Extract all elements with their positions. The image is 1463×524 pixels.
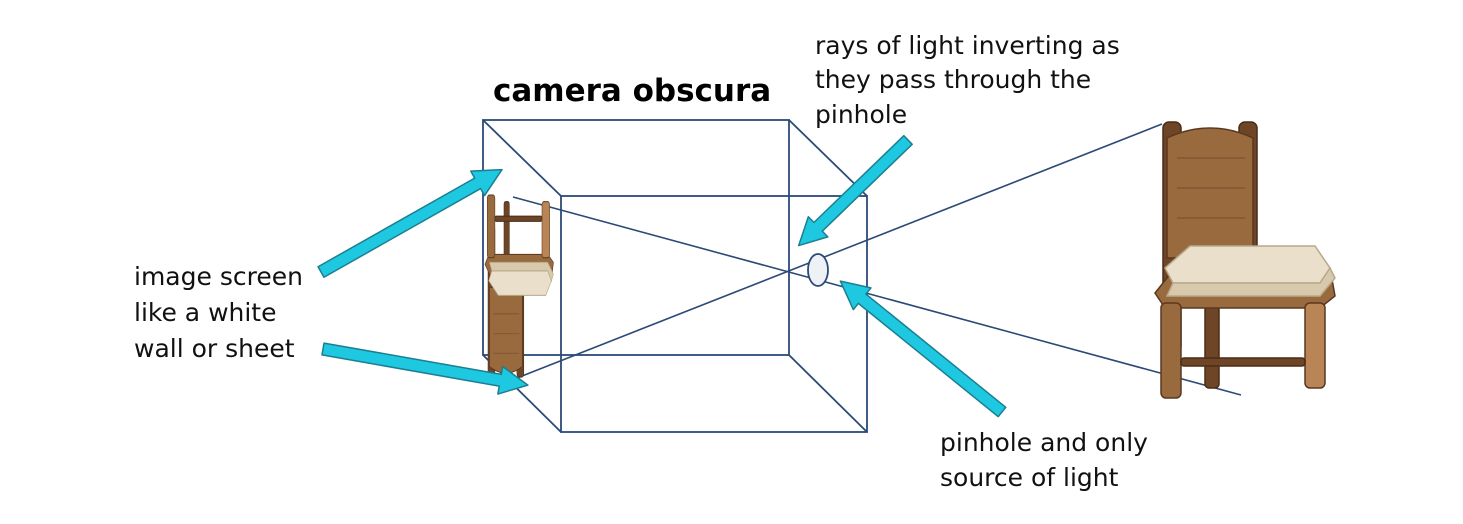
- svg-text:they pass through the: they pass through the: [815, 65, 1091, 94]
- rays-label: rays of light inverting as they pass thr…: [815, 31, 1120, 129]
- arrow-icon: [797, 134, 913, 247]
- ray-bottom: [512, 196, 1242, 396]
- light-rays: [512, 123, 1242, 396]
- pinhole-icon: [807, 253, 829, 287]
- svg-text:wall or sheet: wall or sheet: [134, 334, 295, 363]
- box-front-face: [560, 195, 868, 433]
- arrow-icon: [839, 280, 1007, 418]
- box-back-face: [482, 119, 790, 356]
- chair-icon: [1154, 121, 1336, 399]
- svg-text:pinhole and only: pinhole and only: [940, 428, 1148, 457]
- svg-text:rays of light inverting as: rays of light inverting as: [815, 31, 1120, 60]
- diagram-title: camera obscura: [493, 73, 771, 109]
- ray-top: [516, 123, 1163, 379]
- screen-label: image screen like a white wall or sheet: [134, 262, 303, 363]
- svg-text:pinhole: pinhole: [815, 100, 907, 129]
- arrow-icon: [321, 342, 529, 395]
- inverted-chair-icon: [484, 194, 555, 378]
- arrow-icon: [317, 168, 503, 278]
- svg-text:image screen: image screen: [134, 262, 303, 291]
- pinhole-label: pinhole and only source of light: [940, 428, 1148, 492]
- svg-text:source of light: source of light: [940, 463, 1119, 492]
- svg-text:like a white: like a white: [134, 298, 277, 327]
